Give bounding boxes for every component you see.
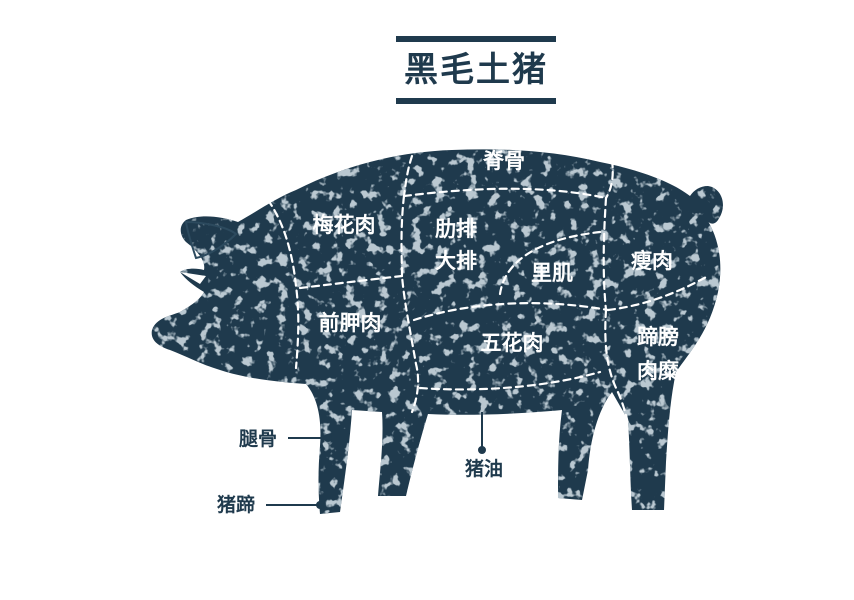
cut-line-loin-right — [602, 196, 608, 312]
label-lean-meat: 瘦肉 — [631, 249, 673, 273]
cut-lines — [266, 154, 710, 426]
cut-labels: 脊骨 梅花肉 肋排 大排 里肌 瘦肉 前胛肉 五花肉 蹄膀 肉糜 — [313, 149, 680, 383]
diagram-title: 黑毛土猪 — [404, 50, 548, 90]
callout-dot-leg-bone — [324, 434, 332, 442]
title-block: 黑毛土猪 — [396, 36, 556, 106]
callout-dot-lard — [478, 446, 486, 454]
cut-line-belly-bottom — [418, 370, 602, 391]
callouts — [266, 412, 486, 509]
label-ribs-line2: 大排 — [435, 249, 477, 273]
pig-silhouette — [151, 149, 723, 514]
callout-labels: 腿骨 猪蹄 猪油 — [216, 428, 503, 516]
cut-line-hind-top — [606, 274, 710, 312]
label-hock-line1: 蹄膀 — [637, 325, 679, 349]
label-backbone: 脊骨 — [482, 149, 525, 173]
cut-line-backbone-right — [604, 158, 614, 200]
cut-line-belly-top — [412, 302, 610, 322]
label-tenderloin: 里肌 — [531, 261, 573, 285]
label-leg-bone: 腿骨 — [238, 428, 277, 450]
label-lard: 猪油 — [464, 458, 503, 480]
cut-line-belly-right — [604, 308, 630, 426]
callout-dot-trotter — [316, 501, 324, 509]
cut-line-tenderloin — [498, 230, 602, 296]
cut-line-backbone-top — [402, 154, 414, 198]
title-top-rule — [396, 36, 556, 42]
label-trotter: 猪蹄 — [216, 493, 255, 516]
ear-outline — [184, 220, 238, 260]
label-ribs-line1: 肋排 — [435, 217, 477, 241]
label-pork-belly: 五花肉 — [481, 331, 544, 355]
label-blade-shoulder: 梅花肉 — [313, 213, 376, 237]
cut-line-shoulder-left — [266, 198, 300, 370]
title-bottom-rule — [396, 98, 556, 104]
cut-line-shoulder-bottom — [298, 274, 404, 290]
label-front-shoulder: 前胛肉 — [319, 311, 382, 335]
label-hock-line2: 肉糜 — [637, 359, 680, 383]
cut-line-backbone-bottom — [402, 187, 608, 200]
mouth-notch — [180, 272, 206, 284]
